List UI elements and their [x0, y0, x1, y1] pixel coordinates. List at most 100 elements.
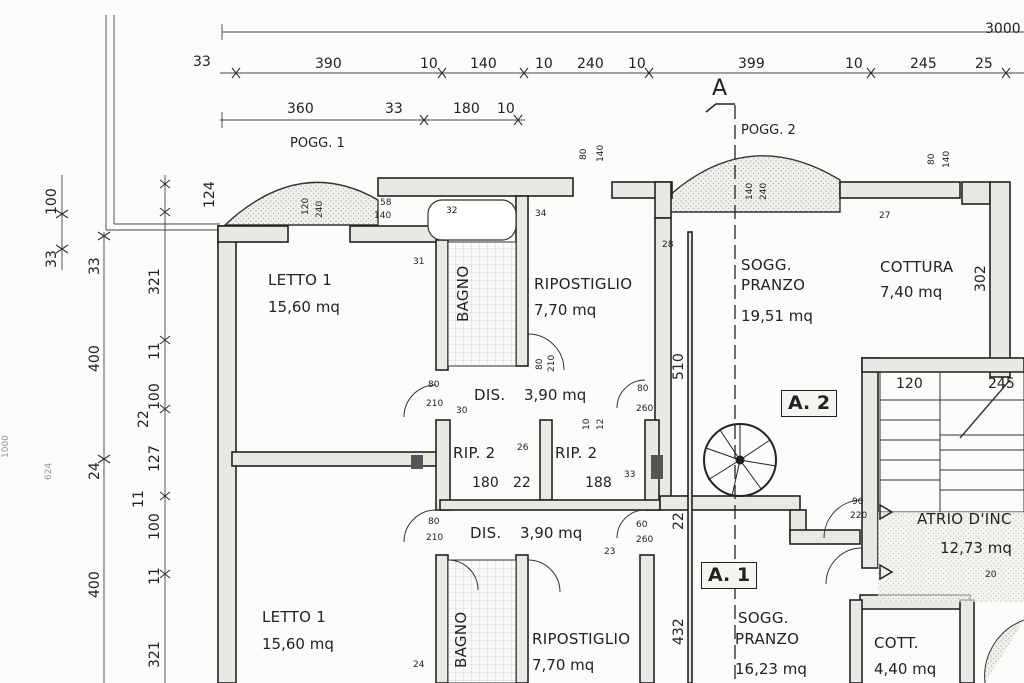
dim-row1: 10: [845, 56, 863, 72]
dim-row2: 180: [453, 101, 480, 117]
wall-mark: 32: [446, 206, 458, 216]
room-area: 4,40 mq: [874, 660, 937, 678]
wall-mark: 24: [413, 660, 425, 670]
dim-left: 24: [87, 462, 103, 480]
window-mark: 140: [745, 182, 755, 200]
dim-left: 100: [147, 513, 163, 540]
room-name: LETTO 1: [262, 608, 327, 626]
dim-left: 11: [131, 490, 147, 508]
room-area: 15,60 mq: [262, 635, 334, 653]
door-swings: [403, 333, 863, 593]
wall-mark: 20: [985, 570, 997, 580]
dim-row1: 33: [193, 54, 211, 70]
dim-faint: 624: [44, 462, 54, 480]
door-mark: 60: [636, 520, 648, 530]
room-area: 7,40 mq: [880, 283, 943, 301]
unit-tag-a2: A. 2: [781, 390, 838, 417]
spiral-stair: [703, 423, 777, 497]
balcony-pogg2: [669, 155, 841, 213]
wall-mark: 30: [456, 406, 468, 416]
dimension-ticks: [55, 67, 1011, 579]
dim-row1: 10: [420, 56, 438, 72]
partial-round-shape: [984, 619, 1024, 683]
dim-inner: 302: [973, 265, 989, 292]
wall-mark: 10: [582, 418, 592, 430]
room-name: PRANZO: [741, 276, 806, 294]
dim-left: 400: [87, 571, 103, 598]
wall-mark: 12: [596, 418, 606, 430]
dim-left: 33: [87, 257, 103, 275]
room-area: 12,73 mq: [940, 539, 1012, 557]
balcony-pogg1: [223, 181, 379, 226]
room-name: RIPOSTIGLIO: [532, 630, 631, 648]
dim-left: 100: [147, 383, 163, 410]
wall-mark: 26: [517, 443, 529, 453]
window-mark: 240: [759, 182, 769, 200]
dim-row1: 10: [535, 56, 553, 72]
room-area: 19,51 mq: [741, 307, 813, 325]
dim-left: 11: [147, 567, 163, 585]
section-arrow: [705, 103, 735, 113]
door-mark: 220: [850, 511, 868, 521]
wall-mark: 33: [624, 470, 636, 480]
dim-row1: 245: [910, 56, 937, 72]
dim-inner: 188: [585, 475, 612, 491]
dim-left: 11: [147, 342, 163, 360]
room-name: RIP. 2: [555, 444, 598, 462]
dim-left: 22: [136, 410, 152, 428]
window-mark: 80: [927, 153, 937, 165]
room-name: ATRIO D'INC: [917, 510, 1012, 528]
dim-inner: 22: [671, 512, 687, 530]
room-name: RIPOSTIGLIO: [534, 275, 633, 293]
dim-stairs: 120: [896, 376, 923, 392]
dim-left: 321: [147, 268, 163, 295]
wall-mark: 58: [380, 198, 392, 208]
room-area: 7,70 mq: [534, 301, 597, 319]
wall-mark: 28: [662, 240, 674, 250]
door-mark: 80: [428, 517, 440, 527]
wall-columns: [411, 455, 663, 479]
dim-faint: 1000: [1, 435, 11, 458]
room-name: SOGG.: [741, 256, 792, 274]
wall-mark: 31: [413, 257, 425, 267]
unit-tag-a1: A. 1: [701, 562, 758, 589]
room-name: DIS.: [474, 386, 506, 404]
dim-stairs: 245: [988, 376, 1015, 392]
dim-row1: 25: [975, 56, 993, 72]
window-mark: 120: [301, 197, 311, 215]
balcony-label: POGG. 1: [290, 136, 345, 151]
door-mark: 210: [426, 399, 444, 409]
straight-stair: [879, 371, 1024, 513]
wall-mark: 140: [374, 211, 392, 221]
window-mark: 240: [315, 200, 325, 218]
dim-left: 321: [147, 641, 163, 668]
bathroom-top-tiles: [447, 241, 517, 367]
wall-mark: 34: [535, 209, 547, 219]
dim-row1: 399: [738, 56, 765, 72]
wall-mark: 27: [879, 211, 891, 221]
door-mark: 90: [852, 497, 864, 507]
room-name: PRANZO: [735, 630, 800, 648]
balcony-label: POGG. 2: [741, 123, 796, 138]
window-mark: 80: [535, 358, 545, 370]
door-mark: 260: [636, 404, 654, 414]
window-mark: 80: [579, 148, 589, 160]
room-area: 7,70 mq: [532, 656, 595, 674]
window-mark: 140: [942, 150, 952, 168]
dim-row2: 33: [385, 101, 403, 117]
dim-row2: 360: [287, 101, 314, 117]
dim-row1: 10: [628, 56, 646, 72]
room-name: COTTURA: [880, 258, 954, 276]
dim-inner: 180: [472, 475, 499, 491]
dim-inner: 432: [671, 618, 687, 645]
dim-row1: 140: [470, 56, 497, 72]
door-mark: 260: [636, 535, 654, 545]
room-area: 3,90 mq: [520, 524, 583, 542]
room-name: BAGNO: [452, 611, 470, 668]
room-area: 16,23 mq: [735, 660, 807, 678]
room-name: LETTO 1: [268, 271, 333, 289]
door-mark: 80: [428, 380, 440, 390]
dim-inner: 510: [671, 353, 687, 380]
dim-row1: 240: [577, 56, 604, 72]
